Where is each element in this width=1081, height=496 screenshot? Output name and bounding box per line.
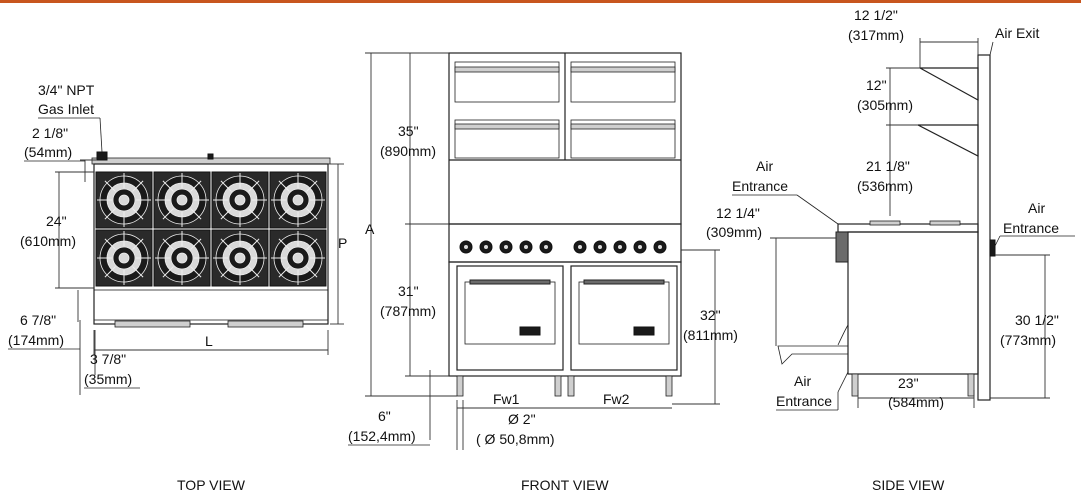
dim-30-1-2-label: 30 1/2"	[1015, 312, 1059, 328]
side-shelf-upper	[919, 67, 979, 102]
gas-inlet-stub	[96, 151, 108, 161]
side-view-body	[847, 231, 979, 375]
dim-317mm-label: (317mm)	[848, 27, 904, 43]
burner-grate	[95, 171, 153, 229]
gas-inlet-label-line1: 3/4" NPT	[38, 82, 95, 98]
dim-6-label: 6"	[378, 408, 391, 424]
dim-890mm-label: (890mm)	[380, 143, 436, 159]
dim-174mm-label: (174mm)	[8, 332, 64, 348]
lower-shelf-left	[454, 119, 560, 159]
leg-4	[665, 375, 673, 397]
burner-grate	[269, 171, 327, 229]
leg-1	[456, 375, 464, 397]
dim-L-label: L	[205, 333, 213, 349]
dim-12-1-4-label: 12 1/4"	[716, 205, 760, 221]
dim-35-label: 35"	[398, 123, 419, 139]
upper-shelf-right	[570, 61, 676, 103]
dim-Fw2-label: Fw2	[603, 391, 630, 407]
dim-A-label: A	[365, 221, 375, 237]
dim-811mm-label: (811mm)	[683, 327, 738, 343]
dim-12-label: 12"	[866, 77, 887, 93]
dim-Fw1-label: Fw1	[493, 391, 520, 407]
oven-door-left	[456, 265, 564, 371]
upper-shelf-left	[454, 61, 560, 103]
dim-31-label: 31"	[398, 283, 419, 299]
side-view-open-door	[777, 345, 849, 365]
top-view: 3/4" NPT Gas Inlet 2 1/8" (54mm) 24" (61…	[8, 82, 347, 493]
dim-2-1-8-label: 2 1/8"	[32, 125, 68, 141]
air-entrance-bottom-label-1: Air	[794, 373, 811, 389]
dim-6-7-8-label: 6 7/8"	[20, 312, 56, 328]
side-view: 12 1/2" (317mm) Air Exit 12" (305mm) 21 …	[706, 7, 1075, 493]
leg-3	[567, 375, 575, 397]
top-view-burner-grates	[95, 171, 327, 287]
burner-grate	[269, 229, 327, 287]
side-view-knob	[835, 231, 849, 263]
dim-584mm-label: (584mm)	[888, 394, 944, 410]
side-view-back-riser	[977, 54, 991, 401]
front-view-caption: FRONT VIEW	[521, 477, 609, 493]
dim-787mm-label: (787mm)	[380, 303, 436, 319]
air-entrance-right-label-2: Entrance	[1003, 220, 1059, 236]
oven-logo-right	[633, 326, 655, 336]
dim-35mm-label: (35mm)	[84, 371, 132, 387]
burner-grate	[211, 171, 269, 229]
dim-610mm-label: (610mm)	[20, 233, 76, 249]
oven-door-right	[570, 265, 678, 371]
top-view-front-panel	[93, 289, 329, 321]
top-view-caption: TOP VIEW	[177, 477, 246, 493]
dim-21-1-8-label: 21 1/8"	[866, 158, 910, 174]
oven-handle-left	[469, 279, 551, 285]
dim-12-1-2-label: 12 1/2"	[854, 7, 898, 23]
dim-dia-50mm-label: ( Ø 50,8mm)	[476, 431, 555, 447]
air-entrance-top-label-1: Air	[756, 158, 773, 174]
burner-grate	[153, 171, 211, 229]
dim-773mm-label: (773mm)	[1000, 332, 1056, 348]
side-view-caption: SIDE VIEW	[872, 477, 945, 493]
air-exit-label: Air Exit	[995, 25, 1039, 41]
front-view-oven-body	[448, 261, 682, 377]
burner-grate	[95, 229, 153, 287]
oven-handle-right	[583, 279, 665, 285]
dim-309mm-label: (309mm)	[706, 224, 762, 240]
leg-2	[554, 375, 562, 397]
gas-inlet-label-line2: Gas Inlet	[38, 101, 94, 117]
air-entrance-top-label-2: Entrance	[732, 178, 788, 194]
air-entrance-right-label-1: Air	[1028, 200, 1045, 216]
top-border	[0, 0, 1081, 3]
top-view-door-handle-right	[227, 320, 304, 328]
front-view: A 35" (890mm) 31" (787mm) 32" (811mm) 6"…	[348, 52, 738, 493]
dim-P-label: P	[338, 235, 347, 251]
oven-logo-left	[519, 326, 541, 336]
air-entrance-bottom-label-2: Entrance	[776, 393, 832, 409]
top-view-door-handle-left	[114, 320, 191, 328]
front-view-knobs	[459, 240, 667, 254]
dim-24-label: 24"	[46, 213, 67, 229]
top-view-body-outline	[93, 163, 329, 325]
dim-305mm-label: (305mm)	[857, 97, 913, 113]
dim-3-7-8-label: 3 7/8"	[90, 351, 126, 367]
burner-grate	[211, 229, 269, 287]
top-view-back-marker	[207, 153, 214, 160]
dim-dia-2-label: Ø 2"	[508, 411, 536, 427]
dim-54mm-label: (54mm)	[24, 144, 72, 160]
side-view-back-inlet	[989, 239, 996, 257]
side-shelf-lower	[917, 124, 979, 157]
dim-23-label: 23"	[898, 375, 919, 391]
side-leg-front	[851, 373, 859, 397]
side-leg-back	[967, 373, 975, 397]
burner-grate	[153, 229, 211, 287]
dim-32-label: 32"	[700, 307, 721, 323]
dim-152mm-label: (152,4mm)	[348, 428, 416, 444]
lower-shelf-right	[570, 119, 676, 159]
dim-536mm-label: (536mm)	[857, 178, 913, 194]
